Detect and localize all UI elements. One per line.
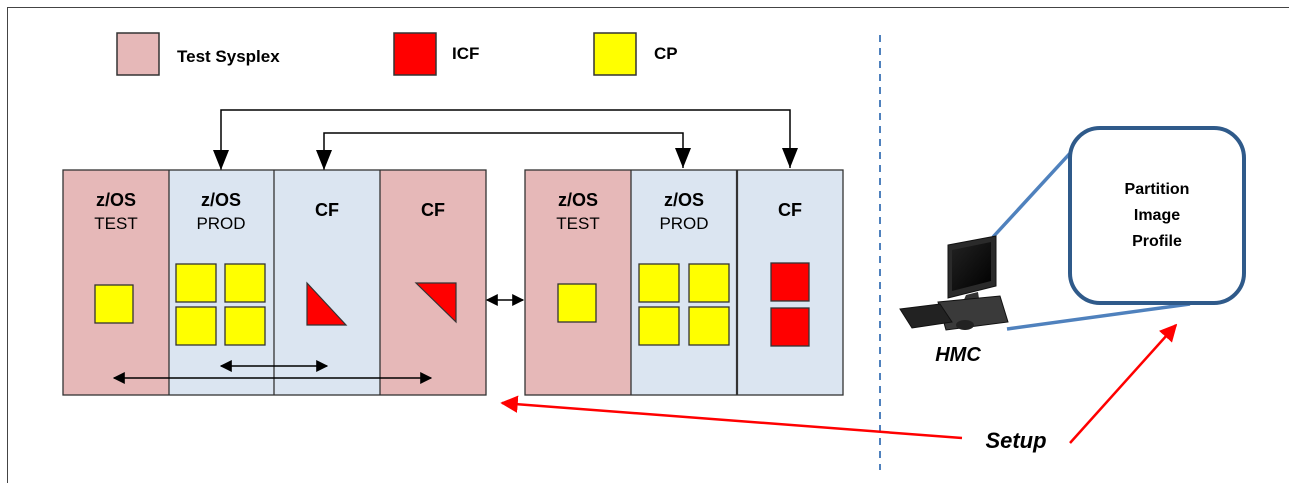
figure-frame [7, 7, 1289, 483]
legend-swatch-test-sysplex [116, 32, 160, 76]
cec1-zos-test-title: z/OS [96, 190, 136, 210]
cec1-cf-prod-shared-icf [306, 281, 348, 326]
cec1-cf-test-shared-icf [414, 282, 457, 324]
cec2-zos-prod-title: z/OS [664, 190, 704, 210]
profile-box[interactable] [1068, 126, 1246, 305]
callout-line-bottom [1006, 302, 1191, 331]
legend-item-cp: CP [593, 32, 678, 76]
hmc-callout [991, 148, 1191, 331]
cec1-test-cp [94, 284, 134, 324]
legend-label-test-sysplex: Test Sysplex [177, 47, 280, 66]
hmc-computer-icon[interactable] [899, 235, 1009, 331]
legend-label-cp: CP [654, 44, 678, 63]
profile-line-3: Profile [1132, 233, 1182, 250]
legend-item-icf: ICF [393, 32, 479, 76]
profile-line-1: Partition [1125, 181, 1190, 198]
cec2-prod-cp-1 [638, 263, 680, 303]
cec1-prod-cp-4 [224, 306, 266, 346]
cec1-prod-cp-3 [175, 306, 217, 346]
cec1-zos-prod-subtitle: PROD [196, 214, 245, 233]
cec1-partition-zos-test [63, 170, 169, 395]
keyboard [899, 303, 953, 329]
cec1-cf-test-title: CF [421, 200, 445, 220]
cec1-prod-cp-1 [175, 263, 217, 303]
hmc-label: HMC [935, 344, 981, 366]
partition-image-profile[interactable]: Partition Image Profile [1068, 126, 1246, 305]
cec-2: z/OS TEST z/OS PROD CF [524, 169, 844, 396]
legend: Test Sysplex ICF CP [116, 32, 678, 76]
cec2-cf-title: CF [778, 200, 802, 220]
cec2-prod-cp-4 [688, 306, 730, 346]
cf-connectors [220, 109, 791, 170]
arrowhead-zos-prod-1 [213, 150, 229, 170]
cec2-zos-prod-subtitle: PROD [659, 214, 708, 233]
cec2-partition-zos-test [525, 170, 631, 395]
legend-label-icf: ICF [452, 44, 479, 63]
cec2-zos-test-subtitle: TEST [556, 214, 599, 233]
connector-outer [220, 109, 791, 170]
setup-label: Setup [985, 428, 1046, 453]
mouse [956, 320, 974, 330]
profile-line-2: Image [1134, 207, 1180, 224]
setup-arrow-to-cec1 [500, 395, 963, 440]
connector-arrowheads [213, 148, 798, 170]
cec2-icf-1 [770, 262, 810, 302]
arrowhead-zos-prod-2 [675, 148, 691, 168]
connector-inner [323, 132, 684, 170]
cec1-zos-test-subtitle: TEST [94, 214, 137, 233]
cec1-cf-prod-title: CF [315, 200, 339, 220]
legend-swatch-cp [593, 32, 637, 76]
cec2-prod-cp-2 [688, 263, 730, 303]
cec2-border [524, 169, 844, 396]
cec1-zos-prod-title: z/OS [201, 190, 241, 210]
cec-1: z/OS TEST z/OS PROD CF CF [62, 169, 487, 396]
arrowhead-cf-2 [782, 148, 798, 168]
setup-arrow-to-profile [1069, 323, 1178, 444]
arrowhead-cf-1 [316, 150, 332, 170]
cec2-prod-cp-3 [638, 306, 680, 346]
cec2-zos-test-title: z/OS [558, 190, 598, 210]
monitor-screen [952, 242, 991, 291]
cec2-icf-2 [770, 307, 810, 347]
legend-item-test-sysplex: Test Sysplex [116, 32, 280, 76]
cec2-test-cp [557, 283, 597, 323]
cec1-prod-cp-2 [224, 263, 266, 303]
legend-swatch-icf [393, 32, 437, 76]
cec1-partition-cf-prod [274, 170, 380, 395]
callout-line-top [991, 148, 1075, 239]
